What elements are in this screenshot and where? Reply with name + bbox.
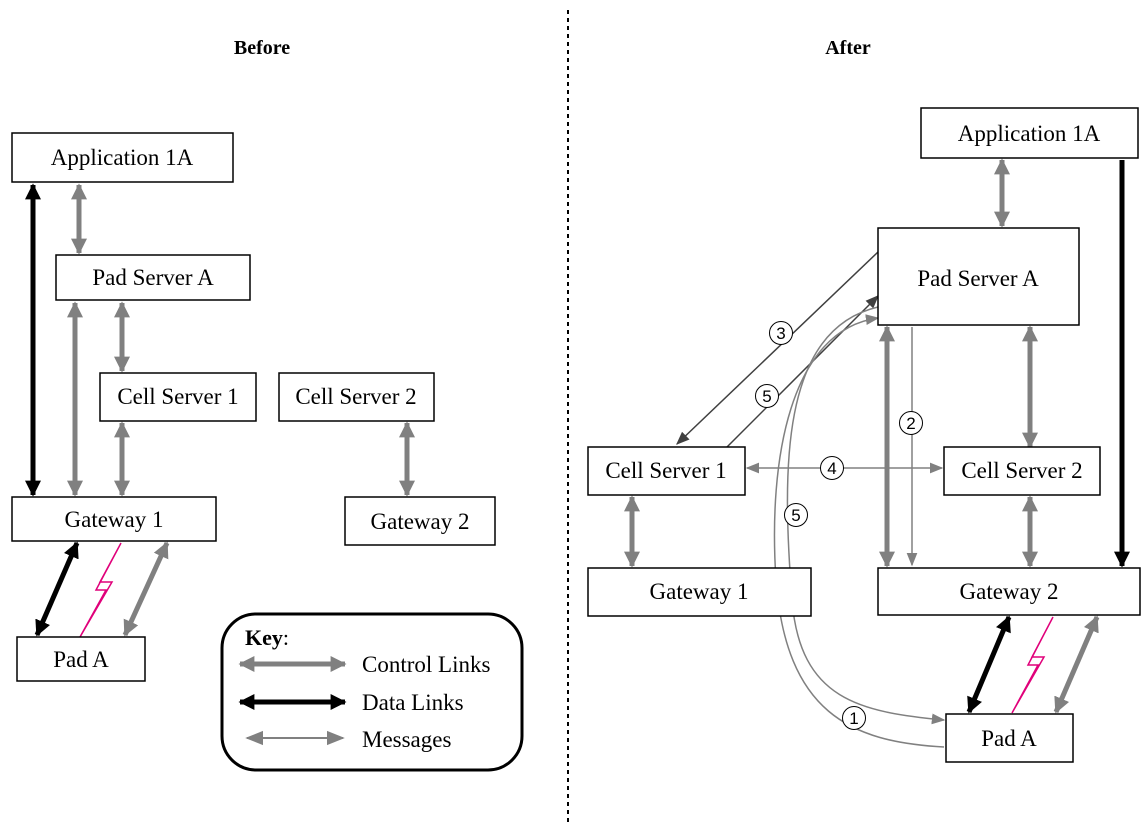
node-gateway-1-before: Gateway 1 <box>11 496 217 542</box>
node-label: Cell Server 1 <box>117 384 238 409</box>
node-pad-after: Pad A <box>945 713 1074 763</box>
node-label: Cell Server 1 <box>605 458 726 483</box>
node-label: Cell Server 2 <box>295 384 416 409</box>
node-label: Application 1A <box>958 121 1101 146</box>
message-1-pad-to-padserver <box>773 314 945 748</box>
heading-after: After <box>825 37 871 59</box>
node-pad-server-after: Pad Server A <box>877 227 1080 326</box>
node-label: Pad Server A <box>92 265 214 290</box>
control-link-gateway2-pad-after <box>1053 615 1100 714</box>
node-label: Gateway 1 <box>65 507 164 532</box>
message-5-padserver-to-pad <box>786 306 946 725</box>
legend-data-label: Data Links <box>362 690 464 715</box>
node-label: Gateway 2 <box>960 579 1059 604</box>
step-marker-1: 1 <box>842 706 866 730</box>
node-cell-server-1-before: Cell Server 1 <box>99 372 257 422</box>
node-label: Cell Server 2 <box>961 458 1082 483</box>
svg-text:4: 4 <box>827 459 836 478</box>
node-label: Pad A <box>981 726 1037 751</box>
svg-text:1: 1 <box>849 709 858 728</box>
data-link-gateway1-pad <box>34 541 80 637</box>
step-marker-2: 2 <box>899 411 923 435</box>
svg-text:5: 5 <box>762 387 771 406</box>
legend-key: Key: Control Links Data Links Messages <box>220 612 524 772</box>
svg-text:3: 3 <box>776 324 785 343</box>
legend-control-label: Control Links <box>362 652 490 677</box>
data-link-gateway2-pad-after <box>966 615 1012 714</box>
node-pad-server-before: Pad Server A <box>55 254 251 301</box>
node-cell-server-2-before: Cell Server 2 <box>278 372 435 422</box>
node-application-before: Application 1A <box>11 132 234 183</box>
message-5-cell1-to-padserver <box>724 295 879 450</box>
message-3-padserver-to-cell1 <box>676 251 879 445</box>
step-marker-3: 3 <box>769 321 793 345</box>
step-marker-5-lower: 5 <box>784 503 808 527</box>
node-pad-before: Pad A <box>16 636 146 682</box>
legend-message-label: Messages <box>362 727 451 752</box>
node-gateway-2-after: Gateway 2 <box>877 567 1141 616</box>
svg-text:2: 2 <box>906 414 915 433</box>
svg-text:5: 5 <box>791 506 800 525</box>
control-link-gateway1-pad <box>122 541 170 637</box>
node-label: Gateway 1 <box>650 579 749 604</box>
node-label: Pad Server A <box>917 266 1039 291</box>
node-label: Pad A <box>53 647 109 672</box>
step-marker-4: 4 <box>820 456 844 480</box>
node-cell-server-1-after: Cell Server 1 <box>587 446 746 496</box>
heading-before: Before <box>234 37 290 59</box>
wireless-bolt-before <box>79 542 122 638</box>
node-gateway-1-after: Gateway 1 <box>587 567 812 617</box>
wireless-bolt-after <box>1011 616 1054 714</box>
node-label: Application 1A <box>51 145 194 170</box>
node-gateway-2-before: Gateway 2 <box>344 496 496 546</box>
node-application-after: Application 1A <box>920 107 1139 159</box>
step-marker-5-upper: 5 <box>755 384 779 408</box>
node-label: Gateway 2 <box>371 509 470 534</box>
legend-title: Key: <box>245 625 289 650</box>
node-cell-server-2-after: Cell Server 2 <box>943 446 1101 496</box>
